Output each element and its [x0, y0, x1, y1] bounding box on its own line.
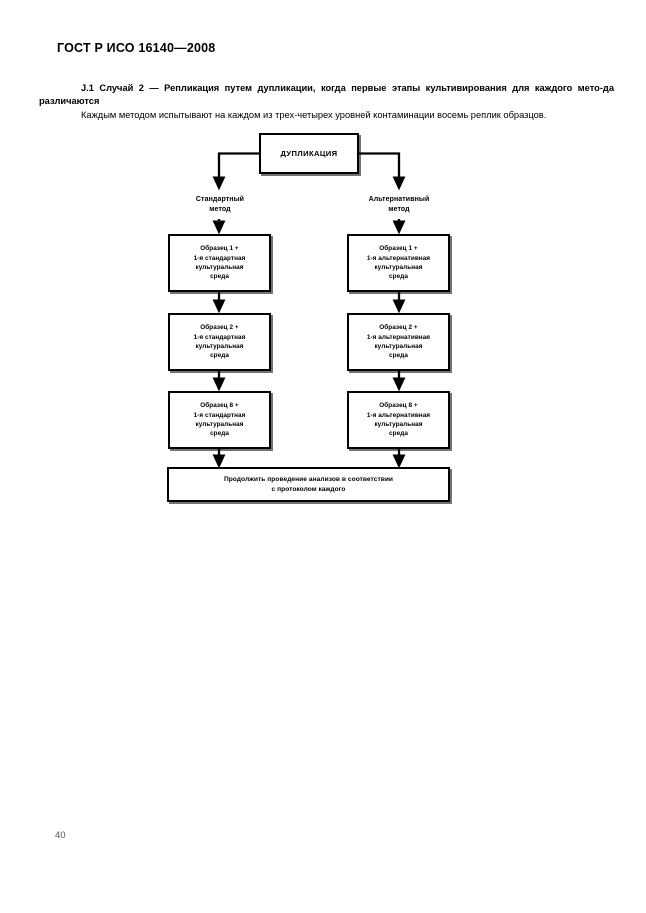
flow-node-label: Образец 8 + 1-я стандартная культуральна… [193, 402, 246, 438]
flow-node-alternative-sample-8: Образец 8 + 1-я альтернативная культурал… [347, 391, 450, 449]
flow-node-duplication: ДУПЛИКАЦИЯ [259, 133, 359, 174]
flow-node-continue-analysis: Продолжить проведение анализов в соответ… [167, 467, 450, 502]
flow-node-label: ДУПЛИКАЦИЯ [280, 148, 338, 158]
clause-title: J.1 Случай 2 — Репликация путем дупликац… [39, 83, 614, 106]
flow-node-standard-sample-8: Образец 8 + 1-я стандартная культуральна… [168, 391, 271, 449]
flow-node-alternative-sample-2: Образец 2 + 1-я альтернативная культурал… [347, 313, 450, 371]
flow-node-alternative-sample-1: Образец 1 + 1-я альтернативная культурал… [347, 234, 450, 292]
flow-node-label: Образец 2 + 1-я стандартная культуральна… [193, 324, 246, 360]
flow-node-standard-sample-2: Образец 2 + 1-я стандартная культуральна… [168, 313, 271, 371]
page-number: 40 [55, 830, 66, 841]
connector-root-to-right [359, 152, 406, 191]
flow-node-label: Образец 1 + 1-я альтернативная культурал… [366, 245, 431, 281]
standard-header: ГОСТ Р ИСО 16140—2008 [57, 41, 216, 55]
flow-node-label: Образец 8 + 1-я альтернативная культурал… [366, 402, 431, 438]
connector-root-to-left [212, 152, 259, 191]
flow-node-label: Продолжить проведение анализов в соответ… [223, 475, 394, 493]
branch-label-alternative-method: Альтернативный метод [368, 196, 430, 213]
flow-node-label: Образец 2 + 1-я альтернативная культурал… [366, 324, 431, 360]
flow-node-standard-sample-1: Образец 1 + 1-я стандартная культуральна… [168, 234, 271, 292]
clause-body-paragraph: Каждым методом испытывают на каждом из т… [81, 110, 547, 120]
branch-label-standard-method: Стандартный метод [195, 196, 245, 213]
flow-node-label: Образец 1 + 1-я стандартная культуральна… [193, 245, 246, 281]
